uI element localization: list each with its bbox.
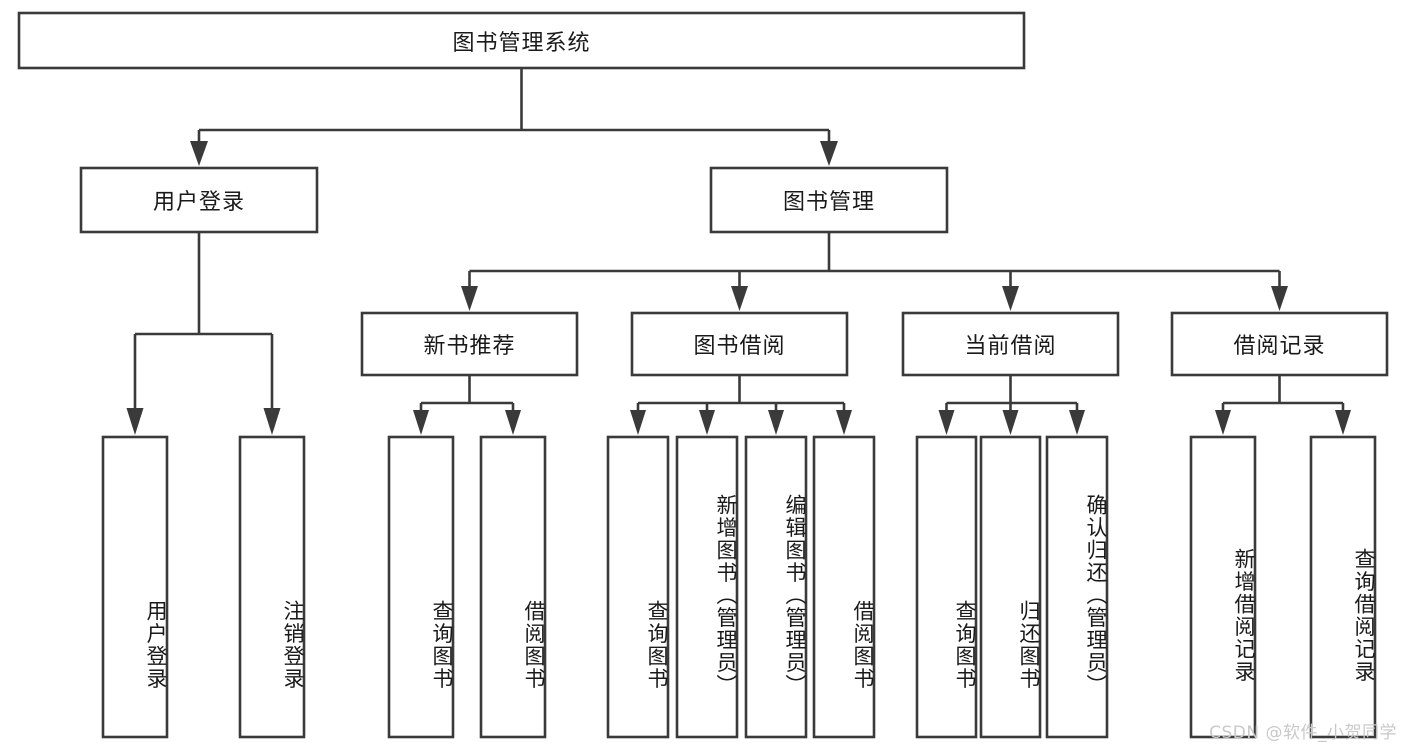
arrow-head-leaf9 bbox=[1002, 410, 1019, 435]
leaf-box-1[interactable] bbox=[238, 435, 306, 739]
arrow-head-borrowrecord bbox=[1271, 286, 1288, 311]
arrow-head-leaf11 bbox=[1215, 410, 1231, 435]
arrow-head-bookborrow bbox=[731, 286, 748, 311]
connector-group-borrow-record bbox=[1215, 375, 1351, 435]
leaf-box-0[interactable] bbox=[101, 435, 169, 739]
leaf-box-11[interactable] bbox=[1189, 435, 1257, 739]
node-box-book-borrow[interactable] bbox=[630, 311, 849, 377]
arrow-head-user-login bbox=[190, 141, 208, 166]
node-box-book-mgmt[interactable] bbox=[709, 166, 949, 234]
leaf-box-9[interactable] bbox=[979, 435, 1042, 739]
connector-group-book-mgmt bbox=[461, 232, 1288, 311]
connector-group-user-login bbox=[126, 232, 281, 435]
node-box-current-borrow[interactable] bbox=[901, 311, 1120, 377]
arrow-head-book-mgmt bbox=[820, 141, 838, 166]
arrow-head-leaf8 bbox=[938, 410, 955, 435]
node-box-borrow-record[interactable] bbox=[1170, 311, 1389, 377]
connector-group-root bbox=[190, 68, 838, 166]
leaf-box-2[interactable] bbox=[387, 435, 455, 739]
connector-group-new-book-rec bbox=[413, 375, 521, 435]
arrow-head-leaf0 bbox=[126, 408, 144, 435]
arrow-head-leaf7 bbox=[836, 410, 852, 435]
leaf-box-6[interactable] bbox=[744, 435, 808, 739]
leaf-box-3[interactable] bbox=[479, 435, 547, 739]
arrow-head-currentborrow bbox=[1002, 286, 1019, 311]
node-box-root[interactable] bbox=[17, 11, 1026, 70]
arrow-head-leaf3 bbox=[505, 410, 521, 435]
node-box-new-book-rec[interactable] bbox=[360, 311, 579, 377]
connector-group-book-borrow bbox=[630, 375, 852, 435]
node-boxes bbox=[17, 11, 1389, 739]
arrow-head-leaf4 bbox=[630, 410, 646, 435]
arrow-head-leaf12 bbox=[1335, 410, 1351, 435]
arrow-head-newbook bbox=[461, 286, 478, 311]
arrow-head-leaf5 bbox=[699, 410, 715, 435]
arrow-head-leaf2 bbox=[413, 410, 429, 435]
arrow-head-leaf6 bbox=[768, 410, 784, 435]
leaf-box-12[interactable] bbox=[1309, 435, 1377, 739]
leaf-box-4[interactable] bbox=[606, 435, 670, 739]
leaf-box-8[interactable] bbox=[915, 435, 978, 739]
leaf-box-7[interactable] bbox=[812, 435, 876, 739]
connector-group-current-borrow bbox=[938, 375, 1085, 435]
leaf-box-10[interactable] bbox=[1045, 435, 1109, 739]
leaf-box-5[interactable] bbox=[675, 435, 739, 739]
node-box-user-login[interactable] bbox=[79, 166, 319, 234]
arrow-head-leaf1 bbox=[263, 408, 281, 435]
arrow-head-leaf10 bbox=[1069, 410, 1085, 435]
